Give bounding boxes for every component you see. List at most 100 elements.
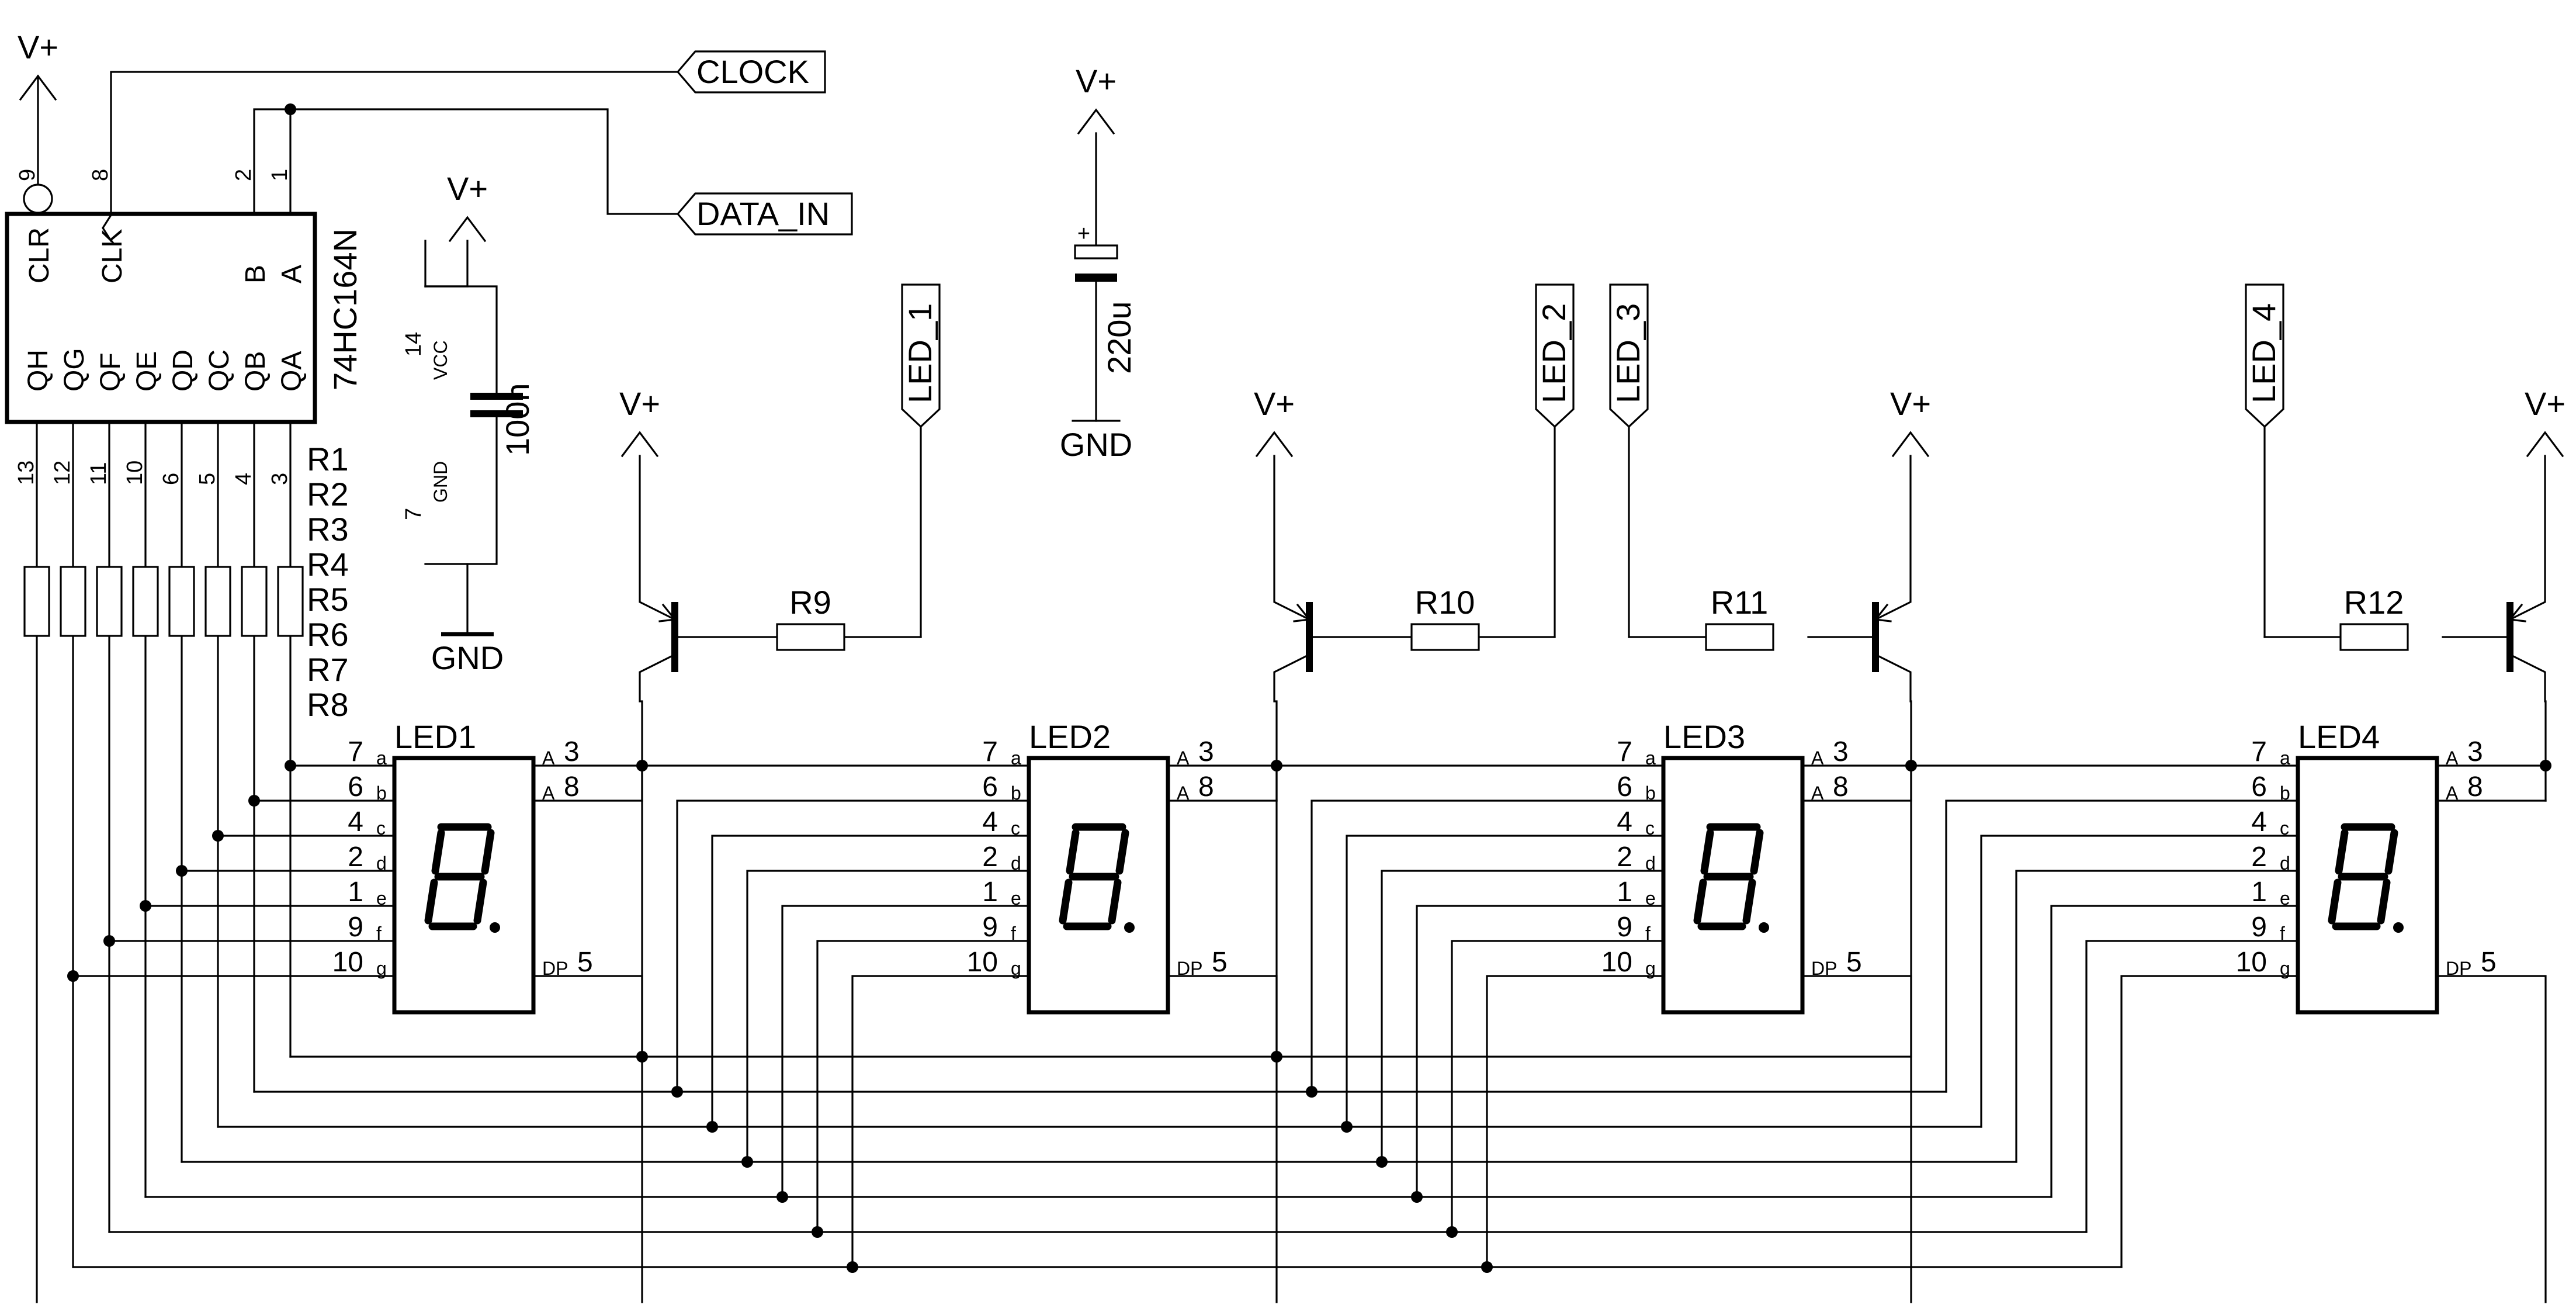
vplus-label: V+ (1254, 385, 1295, 422)
ic-pin-number: 10 (123, 461, 147, 485)
junction-dot (1481, 1261, 1493, 1273)
resistor-r4 (168, 566, 195, 637)
net-port-label: LED_3 (1610, 303, 1646, 403)
wire-segment-row (1381, 870, 1665, 1163)
junction-dot (776, 1191, 788, 1203)
junction-dot (1905, 760, 1917, 771)
anode-pin-number: 3 (1833, 736, 1849, 767)
wire-segment-row (746, 870, 1030, 1163)
junction-dot (285, 103, 296, 115)
wire-cap-top (424, 285, 498, 397)
junction-dot (671, 1086, 683, 1098)
ic-pin-number: 1 (268, 169, 292, 181)
ic-pin-name: QA (276, 351, 307, 392)
cap-value-label: 100n (499, 383, 536, 456)
decimal-point-icon (1759, 922, 1769, 933)
junction-dot (636, 760, 648, 771)
wire-segment-row (781, 905, 1030, 1198)
wire-segment-row (711, 835, 1030, 1128)
resistor-r7 (60, 566, 86, 637)
resistor-r10 (1410, 623, 1480, 651)
segment-pin-letter: d (376, 853, 387, 874)
ic-74hc164n (5, 212, 317, 424)
clock-port-label: CLOCK (696, 53, 809, 90)
ic-pin-number: 9 (15, 169, 40, 181)
segment-pin-number: 10 (967, 947, 998, 978)
gnd-pin-label: GND (430, 461, 451, 503)
seven-segment-glyph-icon (424, 823, 495, 930)
wire-segment-row (1310, 800, 1665, 1093)
segment-pin-number: 6 (982, 771, 998, 802)
ic-pin-number: 11 (86, 462, 111, 485)
wire-dp (1801, 975, 1912, 1303)
display-label: LED3 (1663, 718, 1745, 755)
resistor-r1 (277, 566, 304, 637)
junction-dot (103, 935, 115, 947)
segment-pin-number: 2 (348, 842, 363, 873)
ic-pin-name: QE (131, 351, 162, 392)
wire-emitter (639, 455, 677, 621)
dp-pin-number: 5 (577, 947, 593, 978)
decimal-point-icon (490, 922, 500, 933)
resistor-label: R7 (307, 651, 349, 688)
vplus-label: V+ (18, 29, 58, 65)
bulk-cap-value: 220u (1101, 301, 1138, 374)
junction-dot (140, 900, 151, 912)
seven-segment-display-4 (2296, 756, 2439, 1015)
emitter-arrow-icon (2508, 603, 2526, 622)
segment-pin-number: 10 (1601, 947, 1632, 978)
resistor-r3 (204, 566, 231, 637)
anode-pin-number: 3 (2467, 736, 2483, 767)
wire-data-in (253, 108, 679, 215)
segment-pin-number: 4 (2251, 807, 2267, 838)
segment-pin-letter: b (2280, 783, 2290, 804)
junctions (67, 103, 2551, 1273)
components (5, 50, 2564, 1015)
dp-pin-label: DP (542, 958, 568, 979)
wire-segment-row (1980, 835, 2299, 1128)
anode-pin-number: 8 (1198, 771, 1214, 802)
segment-pin-number: 1 (348, 877, 363, 908)
junction-dot (1271, 760, 1282, 771)
net-port-label: LED_1 (902, 303, 938, 403)
anode-pin-label: A (1177, 748, 1190, 769)
vplus-label: V+ (619, 385, 660, 422)
emitter-arrow-icon (658, 603, 677, 622)
inversion-bubble-icon (23, 184, 53, 214)
wire-segment-row (2085, 940, 2299, 1233)
segment-pin-letter: f (2280, 923, 2285, 944)
dp-pin-label: DP (1177, 958, 1202, 979)
net-port-label: LED_2 (1535, 303, 1572, 403)
dp-pin-number: 5 (2481, 947, 2497, 978)
wire-segment-row (1275, 764, 1665, 1058)
resistor-r5 (132, 566, 159, 637)
anode-pin-label: A (2446, 748, 2459, 769)
anode-pin-label: A (542, 748, 555, 769)
gnd-label: GND (431, 639, 504, 676)
data-in-port (676, 192, 853, 236)
ic-pin-number: 6 (159, 473, 183, 485)
wire-collector (639, 653, 677, 802)
junction-dot (1446, 1226, 1458, 1238)
segment-pin-number: 9 (348, 912, 363, 943)
junction-dot (1411, 1191, 1423, 1203)
wire-emitter (1874, 455, 1912, 621)
wire-emitter (1273, 455, 1311, 621)
wire-segment-row (1416, 905, 1665, 1198)
ic-pin-name: CLR (24, 227, 55, 283)
gnd-label: GND (1060, 426, 1132, 463)
segment-pin-letter: g (1645, 958, 1656, 979)
supply-arrow-icon (448, 216, 487, 243)
resistor-label: R1 (307, 441, 349, 477)
segment-pin-letter: a (1645, 748, 1656, 769)
segment-pin-letter: f (376, 923, 382, 944)
net-port-led_1 (901, 283, 941, 428)
resistor-r12 (2339, 623, 2409, 651)
resistor-label: R3 (307, 511, 349, 548)
segment-pin-number: 6 (2251, 771, 2267, 802)
supply-arrow-icon (1077, 108, 1115, 135)
ic-pin-number: 4 (231, 473, 256, 485)
segment-pin-letter: f (1011, 923, 1016, 944)
segment-pin-number: 9 (2251, 912, 2267, 943)
wire-dp (2436, 975, 2547, 1303)
